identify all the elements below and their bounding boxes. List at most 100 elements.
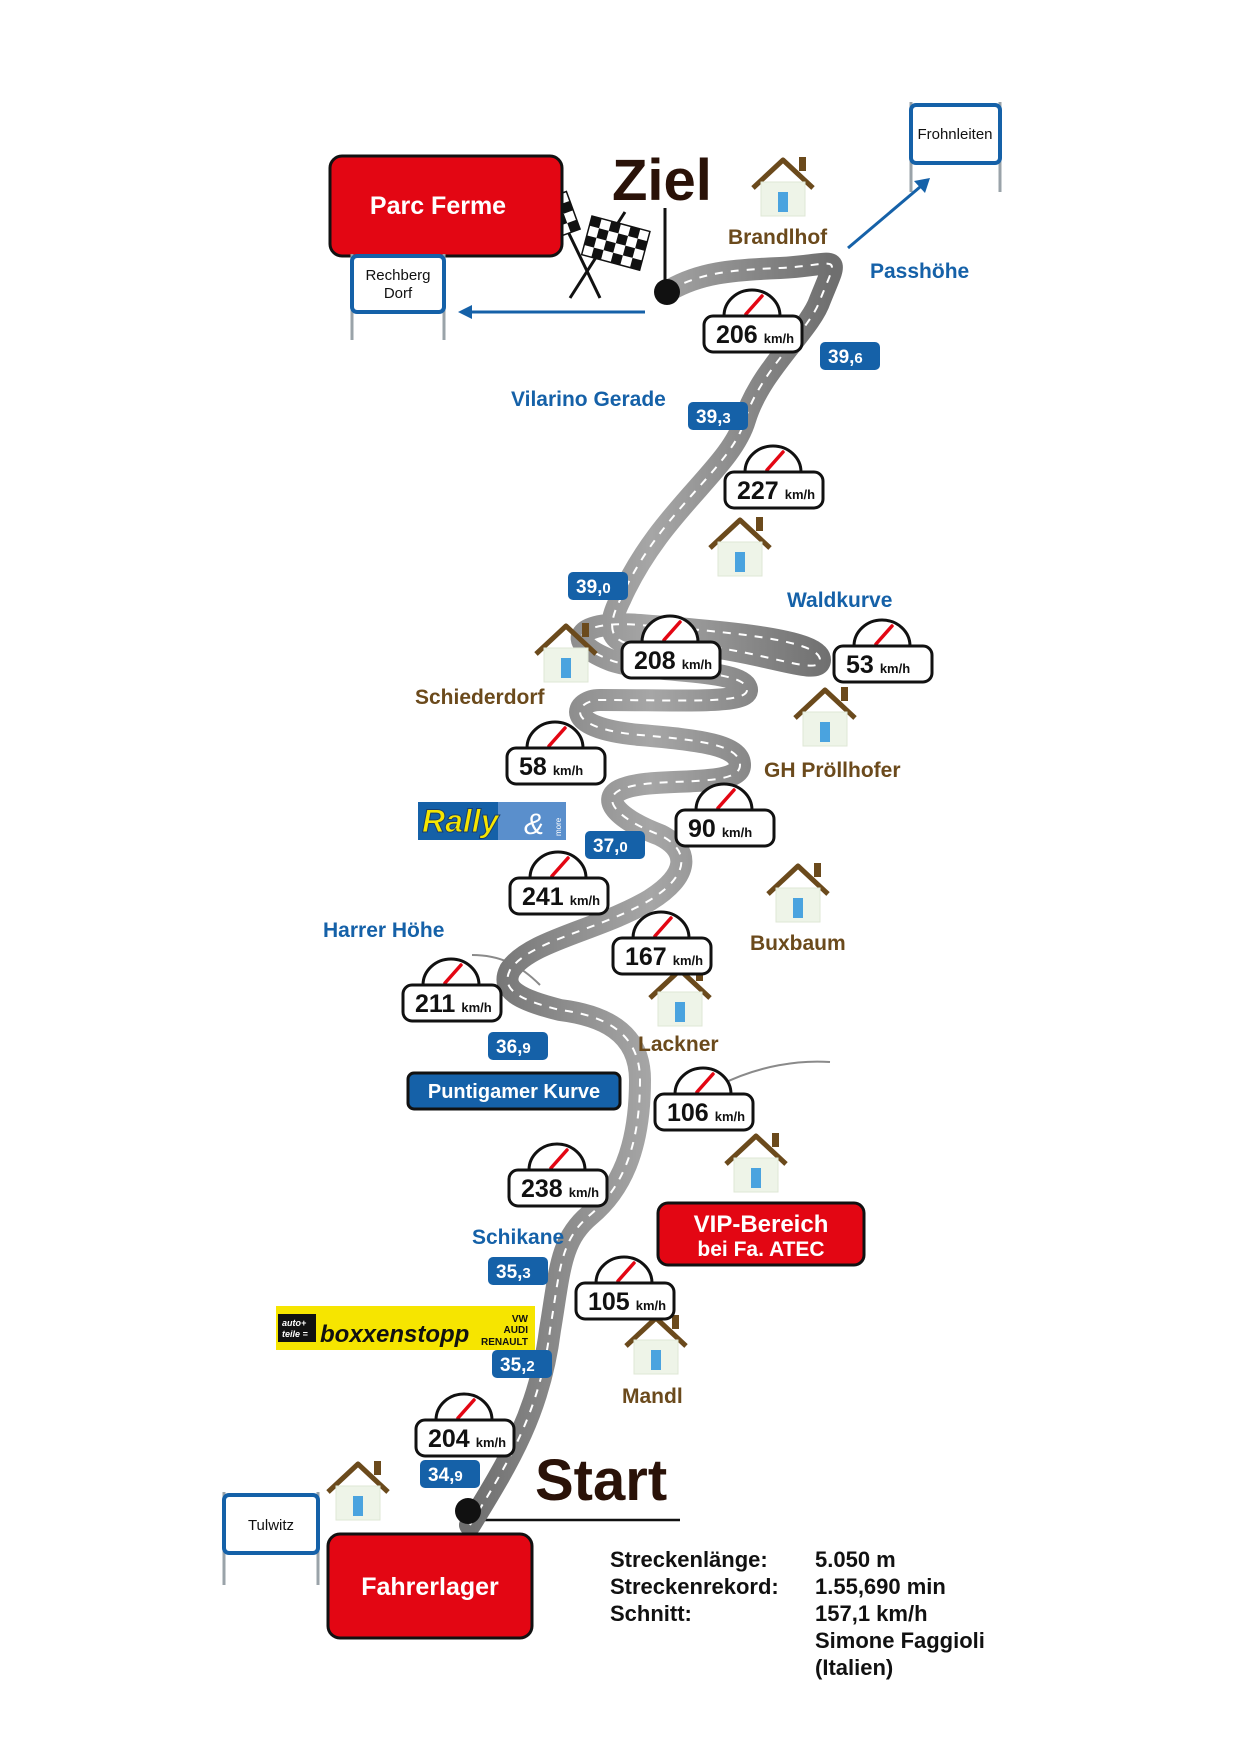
svg-text:Fahrerlager: Fahrerlager [361,1573,499,1601]
speedometer-icon [852,618,912,648]
km-marker: 36,9 [488,1032,548,1060]
house-buxbaum-icon [768,863,828,922]
svg-text:Dorf: Dorf [384,285,413,302]
km-marker: 35,2 [492,1350,552,1378]
house-icon [726,1133,786,1192]
svg-text:boxxenstopp: boxxenstopp [320,1321,469,1348]
house-lackner-icon [650,967,710,1026]
svg-text:35,3: 35,3 [496,1262,531,1283]
boxxenstopp-logo: auto+ teile = boxxenstopp VW AUDI RENAUL… [276,1306,535,1350]
km-marker: 39,0 [568,572,628,600]
track-record-label: Streckenrekord: [610,1574,779,1599]
corner-label-schikane: Schikane [472,1226,564,1249]
corner-label-waldkurve: Waldkurve [787,589,892,612]
svg-text:37,0: 37,0 [593,836,628,857]
speedometer-icon [527,1142,587,1172]
svg-text:39,3: 39,3 [696,407,731,428]
house-start-icon [328,1461,388,1520]
svg-text:more: more [554,817,563,836]
corner-label-vilarino-gerade: Vilarino Gerade [511,388,666,411]
corner-label-harrer-hoehe: Harrer Höhe [323,919,444,942]
start-dot [455,1498,481,1524]
house-icon [710,517,770,576]
finish-dot [654,279,680,305]
svg-text:AUDI: AUDI [504,1325,529,1336]
speedometer-icon [594,1255,654,1285]
svg-text:VW: VW [512,1314,529,1325]
place-label-schiederdorf: Schiederdorf [415,686,546,709]
place-label-lackner: Lackner [638,1033,719,1056]
track-length-label: Streckenlänge: [610,1547,768,1572]
puntigamer-kurve-button[interactable]: Puntigamer Kurve [406,1071,622,1111]
finish-title: Ziel [612,148,712,213]
track-info: Streckenlänge: 5.050 m Streckenrekord: 1.5… [610,1546,985,1681]
speedometer-icon [434,1392,494,1422]
svg-text:Tulwitz: Tulwitz [248,1517,294,1534]
svg-text:Rally: Rally [422,803,501,839]
svg-text:VIP-Bereich: VIP-Bereich [694,1211,829,1238]
svg-text:&: & [524,808,544,841]
km-marker: 35,3 [488,1257,548,1285]
speedometer-icon [421,957,481,987]
svg-text:RENAULT: RENAULT [481,1337,528,1348]
track-length-value: 5.050 m [815,1547,896,1572]
svg-text:35,2: 35,2 [500,1355,535,1376]
km-marker: 34,9 [420,1460,480,1488]
sign-frohnleiten: Frohnleiten [909,102,1002,192]
svg-text:39,6: 39,6 [828,347,863,368]
place-label-brandlhof: Brandlhof [728,226,828,249]
svg-text:bei Fa. ATEC: bei Fa. ATEC [697,1238,824,1261]
parc-ferme-button[interactable]: Parc Ferme [328,154,564,258]
average-speed-value: 157,1 km/h [815,1601,928,1626]
speedometer-icon [528,850,588,880]
speedometer-icon [525,720,585,750]
km-marker: 39,6 [820,342,880,370]
rally-and-more-logo: Rally & more [418,802,566,841]
track-record-value: 1.55,690 min [815,1574,946,1599]
km-marker: 37,0 [585,831,645,859]
record-holder-country: (Italien) [815,1655,894,1680]
average-speed-label: Schnitt: [610,1601,692,1626]
svg-text:36,9: 36,9 [496,1037,531,1058]
svg-text:Frohnleiten: Frohnleiten [917,126,992,143]
place-label-buxbaum: Buxbaum [750,932,846,955]
vip-area-button[interactable]: VIP-Bereich bei Fa. ATEC [656,1201,866,1267]
speedometer-icon [722,288,782,318]
house-schiederdorf-icon [536,623,596,682]
arrow-to-rechberg-icon [458,305,645,319]
svg-text:39,0: 39,0 [576,577,611,598]
house-proellhofer-icon [795,687,855,746]
speedometer-icon [673,1066,733,1096]
start-title: Start [535,1448,667,1513]
house-brandlhof-icon [753,157,813,216]
svg-text:Puntigamer Kurve: Puntigamer Kurve [428,1081,600,1103]
corner-label-passhoehe: Passhöhe [870,260,969,283]
fahrerlager-button[interactable]: Fahrerlager [326,1532,534,1640]
svg-text:auto+: auto+ [282,1318,307,1328]
